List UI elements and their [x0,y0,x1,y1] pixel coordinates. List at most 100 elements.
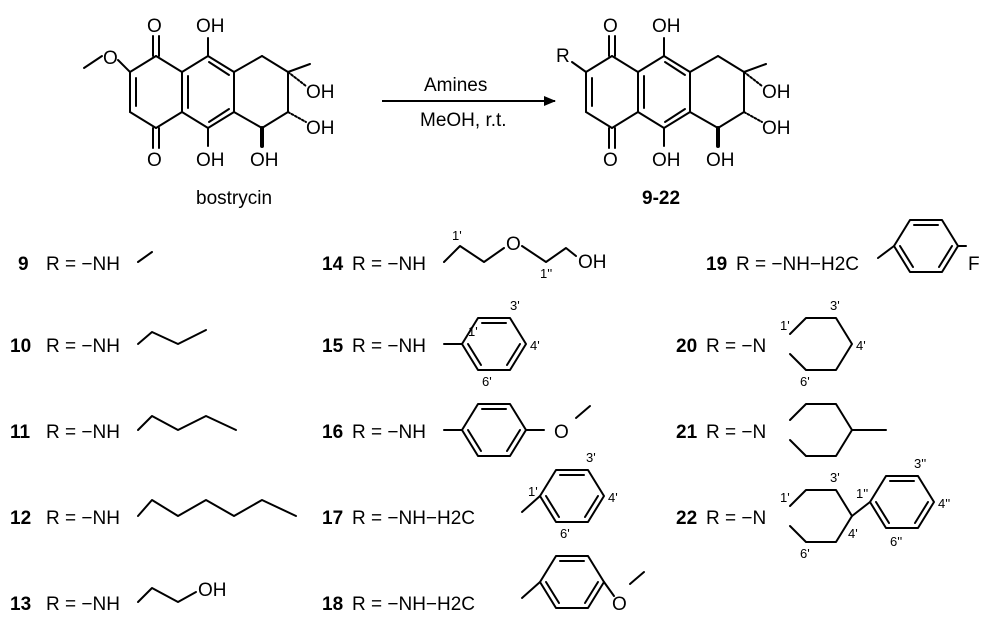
compound-number: 15 [322,336,344,357]
product-oh-c7: OH [762,118,791,139]
r-group-prefix: R = −NH−H2C [352,508,475,529]
locant-4p: 4' [848,526,858,541]
compound-14: 14 R = −NH O OH 1' 1'' [322,228,607,281]
product-carbonyl-o-top: O [603,16,618,37]
product-oh-c6: OH [706,150,735,171]
methoxy-o: O [612,594,627,615]
locant-1p: 1' [780,318,790,333]
locant-1pp: 1'' [540,266,552,281]
conditions-label: MeOH, r.t. [420,110,507,131]
product-oh-bottom: OH [652,150,681,171]
phenyl-ring [877,219,967,273]
r-group-prefix: R = −N [706,508,766,529]
r-group-prefix: R = −N [706,336,766,357]
compound-number: 21 [676,422,698,443]
r-group-prefix: R = −NH−H2C [352,594,475,615]
fluoro-f: F [968,254,980,275]
reaction-arrow: Amines MeOH, r.t. [382,75,556,131]
compound-number: 22 [676,508,697,529]
product-structure: R O O OH OH OH OH OH 9-22 [556,16,791,209]
bostrycin-carbonyl-o-top: O [147,16,162,37]
locant-6p: 6' [560,526,570,541]
hydroxyl-oh: OH [578,252,607,273]
compound-number: 19 [706,254,727,275]
r-group-prefix: R = −NH [46,336,120,357]
phenyl-ring [443,403,591,457]
locant-3p: 3' [586,450,596,465]
compound-12: 12 R = −NH [10,499,297,529]
r-group-prefix: R = −NH [46,594,120,615]
r-group-prefix: R = −NH [352,254,426,275]
compound-17: 17 R = −NH−H2C 1' 3' 4' 6' [322,450,618,541]
locant-1p: 1' [780,490,790,505]
compound-number: 10 [10,336,31,357]
methoxy-o: O [554,422,569,443]
product-oh-top: OH [652,16,681,37]
compound-11: 11 R = −NH [10,415,237,443]
compound-21: 21 R = −N [676,403,887,457]
compound-number: 12 [10,508,31,529]
piperidine-ring [789,403,887,457]
locant-1p: 1' [528,484,538,499]
compound-18: 18 R = −NH−H2C O [322,555,645,615]
bostrycin-structure: O O O OH OH OH OH OH bostrycin [83,16,335,209]
locant-3pp: 3'' [914,456,926,471]
hydroxyl-oh: OH [198,580,227,601]
phenyl-ring [521,469,605,523]
bostrycin-oh-bottom: OH [196,150,225,171]
bostrycin-label: bostrycin [196,188,272,209]
r-group-prefix: R = −NH [46,254,120,275]
reagent-label: Amines [424,75,487,96]
locant-6p: 6' [800,374,810,389]
compound-number: 14 [322,254,344,275]
compound-number: 11 [10,422,31,443]
r-group-prefix: R = −N [706,422,766,443]
compound-number: 18 [322,594,343,615]
product-oh-c8: OH [762,82,791,103]
piperidine-ring [789,317,853,371]
phenyl-ring [443,317,527,371]
locant-4pp: 4'' [938,496,950,511]
locant-1pp: 1'' [856,486,868,501]
compound-number: 17 [322,508,343,529]
bostrycin-oh-c7: OH [306,118,335,139]
locant-1p: 1' [468,324,478,339]
locant-4p: 4' [530,338,540,353]
r-group-prefix: R = −NH [46,422,120,443]
locant-6p: 6' [482,374,492,389]
r-group-prefix: R = −NH−H2C [736,254,859,275]
ether-o: O [506,234,521,255]
product-r-label: R [556,46,570,67]
bostrycin-oh-c6: OH [250,150,279,171]
bostrycin-carbonyl-o-bottom: O [147,150,162,171]
bostrycin-oh-c8: OH [306,82,335,103]
phenyl-ring [869,475,935,529]
compound-15: 15 R = −NH 1' 3' 4' 6' [322,298,540,389]
compound-20: 20 R = −N 1' 3' 4' 6' [676,298,866,389]
locant-1p: 1' [452,228,462,243]
locant-4p: 4' [856,338,866,353]
locant-3p: 3' [830,298,840,313]
locant-3p: 3' [510,298,520,313]
locant-6p: 6' [800,546,810,561]
r-group-prefix: R = −NH [352,422,426,443]
compound-number: 16 [322,422,343,443]
locant-4p: 4' [608,490,618,505]
product-carbonyl-o-bottom: O [603,150,618,171]
bostrycin-oh-top: OH [196,16,225,37]
compound-number: 20 [676,336,697,357]
bostrycin-methoxy-o: O [103,48,118,69]
locant-6pp: 6'' [890,534,902,549]
compound-10: 10 R = −NH [10,329,207,357]
compound-9: 9 R = −NH [18,251,153,275]
phenyl-ring [521,555,645,609]
compound-22: 22 R = −N 1' 3' 4' 6' 1'' 3'' 4'' 6'' [676,456,950,561]
compound-19: 19 R = −NH−H2C F [706,219,980,275]
r-group-prefix: R = −NH [352,336,426,357]
piperidine-ring [789,489,871,543]
product-range-label: 9-22 [642,188,680,209]
compound-number: 13 [10,594,31,615]
compound-number: 9 [18,254,29,275]
r-group-prefix: R = −NH [46,508,120,529]
